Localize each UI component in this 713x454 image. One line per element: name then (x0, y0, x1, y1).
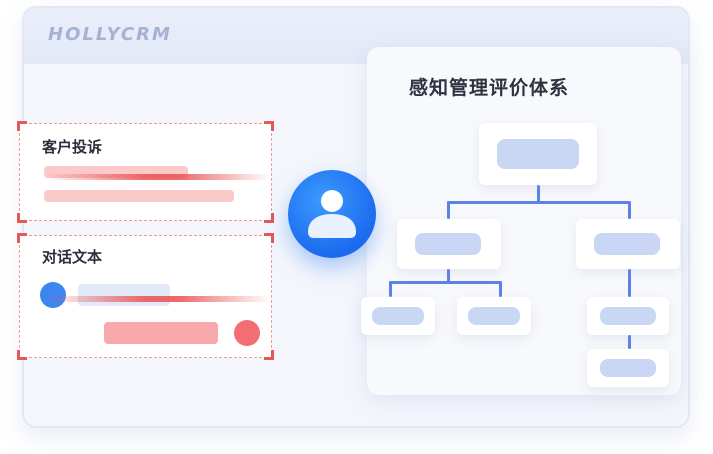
customer-dot-icon (234, 320, 260, 346)
tree-node-leaf (361, 297, 435, 335)
card-title: 对话文本 (42, 248, 103, 266)
dialogue-card: 对话文本 (17, 233, 274, 360)
node-placeholder (600, 307, 656, 325)
complaint-card: 客户投诉 (17, 121, 274, 223)
tree-connector (628, 269, 631, 297)
node-placeholder (497, 139, 579, 169)
node-placeholder (468, 307, 520, 325)
brand-logo: HOLLYCRM (48, 24, 172, 45)
user-icon (308, 190, 356, 238)
panel-title: 感知管理评价体系 (409, 77, 570, 99)
tree-connector (447, 269, 450, 283)
message-placeholder (78, 284, 170, 306)
node-placeholder (600, 359, 656, 377)
tree-connector (447, 201, 630, 204)
tree-connector (537, 185, 540, 203)
scan-corner (17, 350, 27, 360)
tree-node-leaf (457, 297, 531, 335)
tree-node-level1 (576, 219, 680, 269)
tree-connector (389, 281, 392, 297)
tree-node-leaf (587, 297, 669, 335)
tree-connector (628, 201, 631, 219)
scan-corner (264, 121, 274, 131)
node-placeholder (372, 307, 424, 325)
tree-node-root (479, 123, 597, 185)
node-placeholder (594, 233, 660, 255)
tree-node-leaf (587, 349, 669, 387)
user-avatar (288, 170, 376, 258)
tree-connector (447, 201, 450, 219)
tree-connector (389, 281, 502, 284)
scan-line (44, 174, 270, 180)
scan-line (44, 296, 270, 302)
node-placeholder (415, 233, 481, 255)
tree-connector (499, 281, 502, 297)
evaluation-tree-panel: 感知管理评价体系 (361, 47, 681, 395)
scan-corner (17, 121, 27, 131)
tree-connector (628, 335, 631, 349)
scan-corner (17, 233, 27, 243)
scan-corner (17, 213, 27, 223)
scan-corner (264, 233, 274, 243)
message-placeholder (104, 322, 218, 344)
scan-corner (264, 350, 274, 360)
text-placeholder (44, 190, 234, 202)
card-title: 客户投诉 (42, 138, 103, 156)
agent-dot-icon (40, 282, 66, 308)
tree-node-level1 (397, 219, 501, 269)
scan-corner (264, 213, 274, 223)
